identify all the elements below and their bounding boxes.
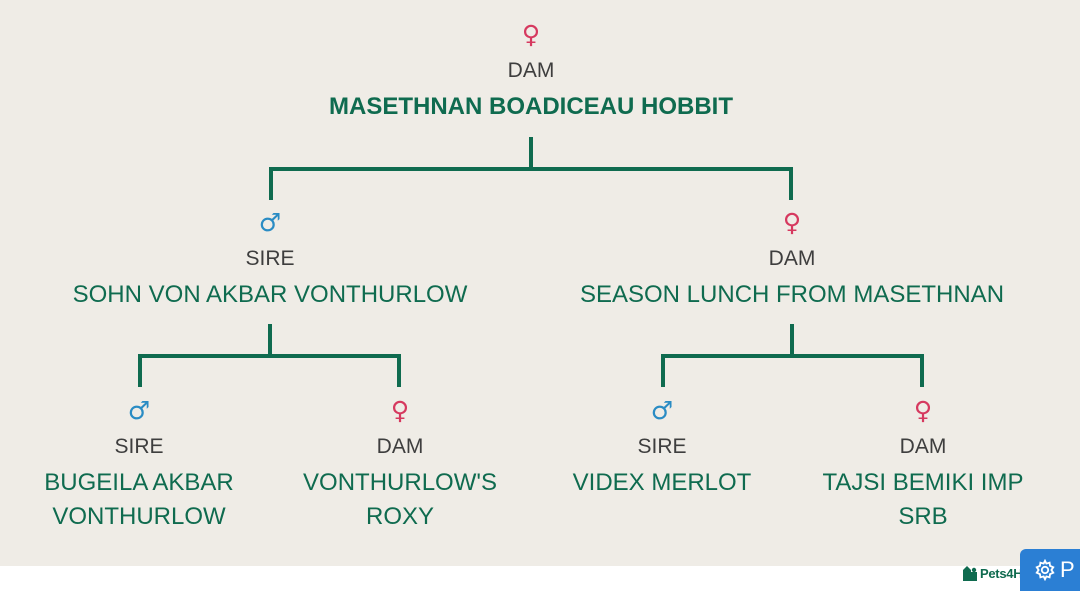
node-role: SIRE — [637, 435, 687, 458]
footer-strip — [0, 566, 1080, 591]
pedigree-node-sire-dam: ♀ DAM VONTHURLOW'S ROXY — [290, 396, 510, 534]
node-name[interactable]: VONTHURLOW'S ROXY — [303, 469, 497, 530]
node-role: DAM — [376, 435, 424, 458]
pedigree-connectors — [138, 137, 924, 387]
pedigree-node-sire-sire: ♂ SIRE BUGEILA AKBAR VONTHURLOW — [29, 396, 249, 534]
node-role: DAM — [507, 59, 555, 82]
female-icon: ♀ — [521, 20, 541, 49]
male-icon: ♂ — [258, 208, 282, 237]
settings-label: P — [1060, 557, 1075, 582]
node-role: DAM — [768, 247, 816, 270]
female-icon: ♀ — [390, 396, 410, 425]
node-name[interactable]: SOHN VON AKBAR VONTHURLOW — [72, 281, 468, 308]
node-name[interactable]: VIDEX MERLOT — [572, 469, 752, 496]
node-role: SIRE — [114, 435, 164, 458]
settings-button[interactable]: P — [1020, 549, 1080, 591]
node-name[interactable]: MASETHNAN BOADICEAU HOBBIT — [329, 93, 733, 120]
gear-icon — [1035, 559, 1055, 581]
pedigree-node-root: ♀ DAM MASETHNAN BOADICEAU HOBBIT — [329, 20, 733, 124]
pedigree-node-dam: ♀ DAM SEASON LUNCH FROM MASETHNAN — [580, 208, 1004, 312]
pedigree-node-dam-dam: ♀ DAM TAJSI BEMIKI IMP SRB — [813, 396, 1033, 534]
pedigree-node-sire: ♂ SIRE SOHN VON AKBAR VONTHURLOW — [73, 208, 468, 312]
male-icon: ♂ — [650, 396, 674, 425]
male-icon: ♂ — [127, 396, 151, 425]
female-icon: ♀ — [782, 208, 802, 237]
pedigree-canvas: ♀ DAM MASETHNAN BOADICEAU HOBBIT ♂ SIRE … — [0, 0, 1080, 566]
node-name[interactable]: SEASON LUNCH FROM MASETHNAN — [579, 281, 1005, 308]
node-name[interactable]: TAJSI BEMIKI IMP SRB — [822, 469, 1024, 530]
pedigree-node-dam-sire: ♂ SIRE VIDEX MERLOT — [552, 396, 772, 500]
female-icon: ♀ — [913, 396, 933, 425]
node-role: DAM — [899, 435, 947, 458]
house-dog-icon — [963, 566, 977, 581]
node-name[interactable]: BUGEILA AKBAR VONTHURLOW — [44, 469, 234, 530]
node-role: SIRE — [245, 247, 295, 270]
